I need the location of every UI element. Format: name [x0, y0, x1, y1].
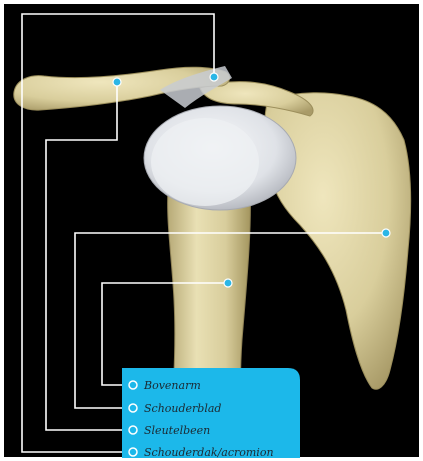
joint-capsule — [151, 118, 259, 206]
label-schouderblad: Schouderblad — [144, 402, 221, 415]
anchor-dot-humerus — [224, 279, 232, 287]
label-bullet — [129, 381, 137, 389]
label-bullet — [129, 448, 137, 456]
anchor-dot-scapula — [382, 229, 390, 237]
label-row-schouderdak: Schouderdak/acromion — [129, 446, 274, 459]
label-bullet — [129, 404, 137, 412]
anchor-dot-acromion — [210, 73, 218, 81]
anchor-dot-clavicle — [113, 78, 121, 86]
label-bovenarm: Bovenarm — [143, 379, 201, 392]
label-schouderdak: Schouderdak/acromion — [144, 446, 274, 459]
label-bullet — [129, 426, 137, 434]
label-sleutelbeen: Sleutelbeen — [144, 424, 210, 437]
